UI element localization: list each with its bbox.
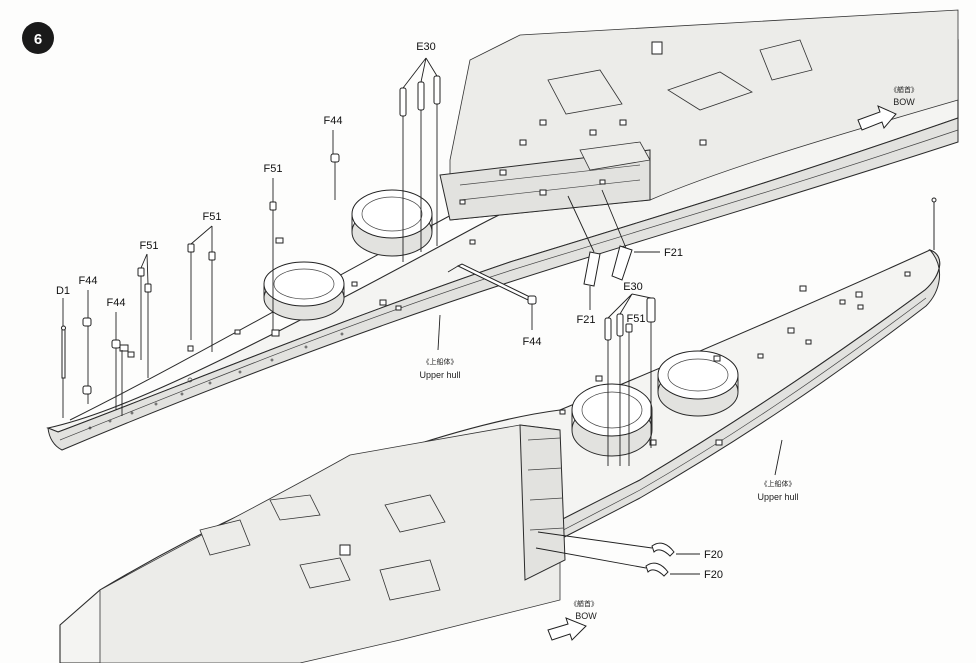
- part-d1: [61, 298, 66, 418]
- part-f51-d: [625, 323, 633, 466]
- upper-hull-bottom: [59, 197, 941, 663]
- upper-hull-top-label-en: Upper hull: [419, 370, 460, 380]
- deck-fittings-top: [119, 119, 707, 383]
- parts-top: [61, 57, 660, 418]
- callout-f44-c: F44: [107, 297, 126, 309]
- upper-hull-top: [46, 9, 959, 451]
- barbette-top-2: [263, 261, 345, 321]
- callout-f21-right: F21: [664, 247, 683, 259]
- upper-hull-bottom-label-cn: 《上船体》: [761, 479, 796, 488]
- bow-arrow-bottom-icon: [547, 617, 587, 641]
- callout-e30-top: E30: [416, 41, 436, 53]
- bow-bottom-label-en: BOW: [575, 611, 597, 621]
- callout-f44-b: F44: [79, 275, 98, 287]
- part-e30-set-bottom: [604, 293, 656, 466]
- part-f44-c: [111, 312, 123, 416]
- upper-hull-bottom-leader: [774, 439, 783, 476]
- part-f44-d-rail: [447, 263, 537, 330]
- barbette-bottom-2: [657, 350, 739, 417]
- callout-f20-a: F20: [704, 549, 723, 561]
- part-f21-set: [567, 189, 660, 310]
- step-number: 6: [34, 31, 42, 48]
- callout-e30-bottom: E30: [623, 281, 643, 293]
- upper-hull-top-leader: [437, 314, 441, 351]
- barbette-top-1: [351, 189, 433, 257]
- barbette-bottom-1: [571, 383, 653, 457]
- bow-arrow-top-icon: [857, 105, 897, 131]
- part-f44-a: [330, 130, 340, 200]
- part-e30-set-top: [399, 57, 441, 262]
- callout-f51-a: F51: [264, 163, 283, 175]
- callout-f51-b: F51: [203, 211, 222, 223]
- part-f51-c: [137, 253, 152, 378]
- callout-f51-c: F51: [140, 240, 159, 252]
- part-f44-b: [82, 290, 92, 404]
- upper-hull-bottom-label-en: Upper hull: [757, 492, 798, 502]
- parts-bottom: [535, 293, 700, 577]
- deck-fittings-bottom: [559, 271, 911, 446]
- porthole-row-top: [88, 332, 344, 430]
- bow-top-label-cn: 《艏首》: [890, 85, 918, 94]
- bow-top-label-en: BOW: [893, 97, 915, 107]
- callout-f44-d: F44: [523, 336, 542, 348]
- part-f51-b: [187, 225, 216, 352]
- upper-hull-top-label-cn: 《上船体》: [423, 357, 458, 366]
- callout-f44-top: F44: [324, 115, 343, 127]
- step-badge: 6: [22, 22, 54, 54]
- bow-bottom-label-cn: 《艏首》: [570, 599, 598, 608]
- callout-d1: D1: [56, 285, 70, 297]
- callout-f21-bottom: F21: [577, 314, 596, 326]
- callout-f20-b: F20: [704, 569, 723, 581]
- callout-f51-d: F51: [627, 313, 646, 325]
- part-f51-a: [269, 178, 277, 330]
- part-f20-set: [535, 531, 700, 577]
